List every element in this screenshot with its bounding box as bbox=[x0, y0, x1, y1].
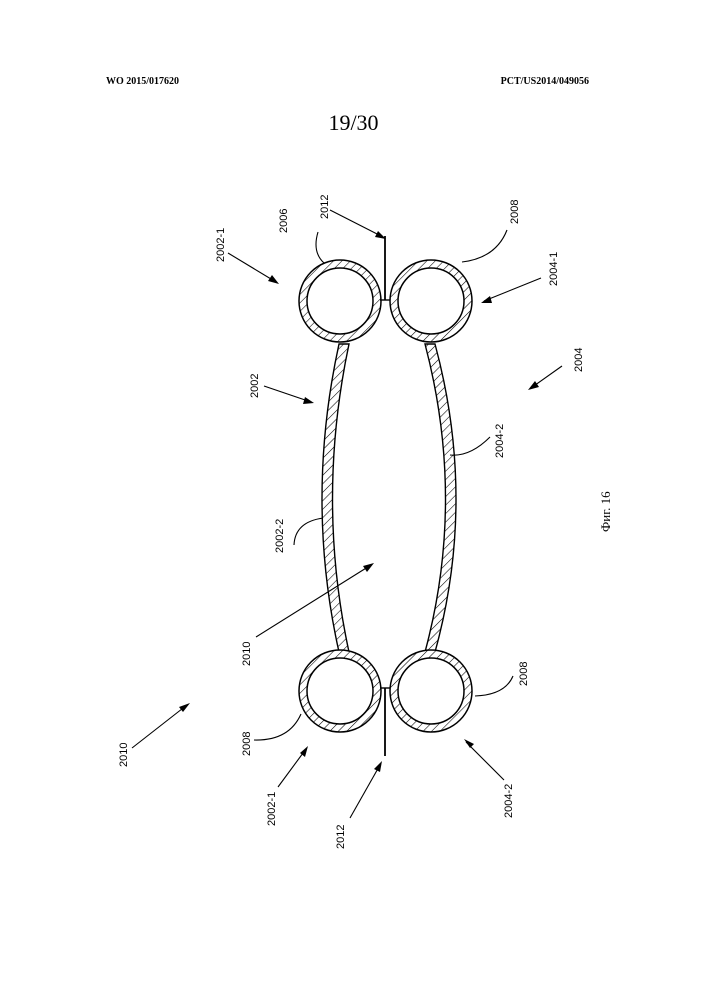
label-2004-2-mid: 2004-2 bbox=[494, 424, 506, 458]
label-2004-1: 2004-1 bbox=[548, 252, 560, 286]
label-2010-mid: 2010 bbox=[241, 642, 253, 666]
label-2012-top: 2012 bbox=[319, 195, 331, 219]
seam-top bbox=[380, 236, 390, 300]
label-2002-2: 2002-2 bbox=[274, 519, 286, 553]
label-2008-left: 2008 bbox=[241, 732, 253, 756]
label-2008-top: 2008 bbox=[509, 200, 521, 224]
seam-bottom bbox=[380, 688, 390, 756]
wall-2002-2 bbox=[322, 344, 349, 652]
label-2006: 2006 bbox=[278, 209, 290, 233]
label-2002-1-bottom: 2002-1 bbox=[266, 792, 278, 826]
label-2002: 2002 bbox=[249, 374, 261, 398]
wall-2004-2 bbox=[425, 344, 456, 652]
tube-top-left bbox=[299, 260, 381, 342]
label-2004: 2004 bbox=[573, 348, 585, 372]
figure-caption: Фиг. 16 bbox=[598, 491, 613, 532]
tube-bottom-left bbox=[299, 650, 381, 732]
label-2004-2-bottom: 2004-2 bbox=[503, 784, 515, 818]
label-2012-bottom: 2012 bbox=[335, 825, 347, 849]
tube-top-right bbox=[390, 260, 472, 342]
tube-bottom-right bbox=[390, 650, 472, 732]
label-2008-bottom: 2008 bbox=[518, 662, 530, 686]
label-2002-1-top: 2002-1 bbox=[215, 228, 227, 262]
label-2010-left: 2010 bbox=[118, 743, 130, 767]
